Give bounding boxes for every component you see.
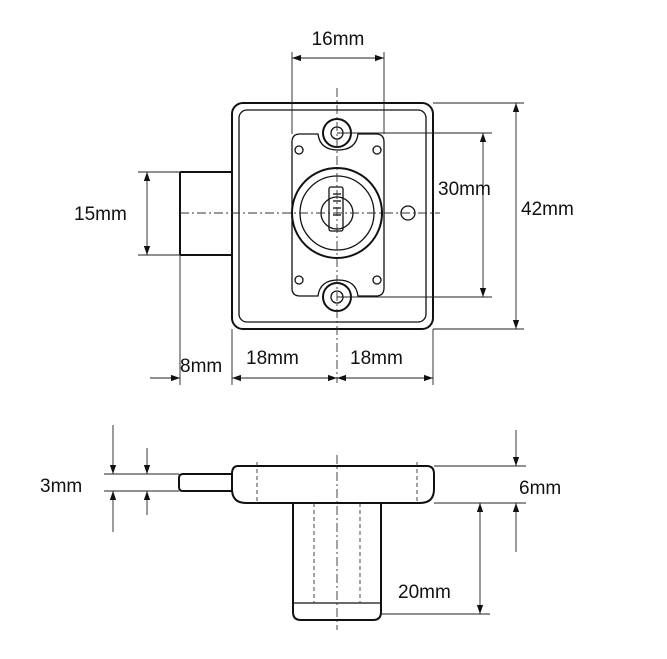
dimension-3mm: 3mm	[40, 425, 179, 532]
front-view	[179, 88, 440, 383]
dimension-20mm: 20mm	[381, 503, 490, 615]
face-plate	[291, 133, 385, 297]
dimension-30mm: 30mm	[337, 132, 492, 298]
dimension-bottom-row: 8mm 18mm 18mm	[150, 255, 434, 385]
dimension-label-20mm: 20mm	[398, 582, 451, 603]
side-flange	[231, 465, 435, 504]
dimension-label-18mm-left: 18mm	[246, 348, 299, 369]
dimension-label-16mm: 16mm	[312, 29, 365, 50]
dimension-15mm: 15mm	[74, 171, 180, 256]
dimension-label-15mm: 15mm	[74, 204, 127, 225]
bolt	[179, 171, 232, 256]
dimension-label-18mm-right: 18mm	[350, 348, 403, 369]
dimension-label-8mm: 8mm	[180, 356, 222, 377]
dimension-label-3mm: 3mm	[40, 476, 82, 497]
dimension-label-42mm: 42mm	[521, 199, 574, 220]
dimension-label-6mm: 6mm	[519, 478, 561, 499]
dimension-label-30mm: 30mm	[438, 179, 491, 200]
housing-body	[231, 102, 434, 330]
side-bolt	[178, 473, 232, 492]
dimension-6mm: 6mm	[434, 430, 561, 552]
dimension-42mm: 42mm	[433, 102, 574, 330]
side-view	[178, 455, 435, 630]
dimension-16mm: 16mm	[291, 29, 385, 134]
